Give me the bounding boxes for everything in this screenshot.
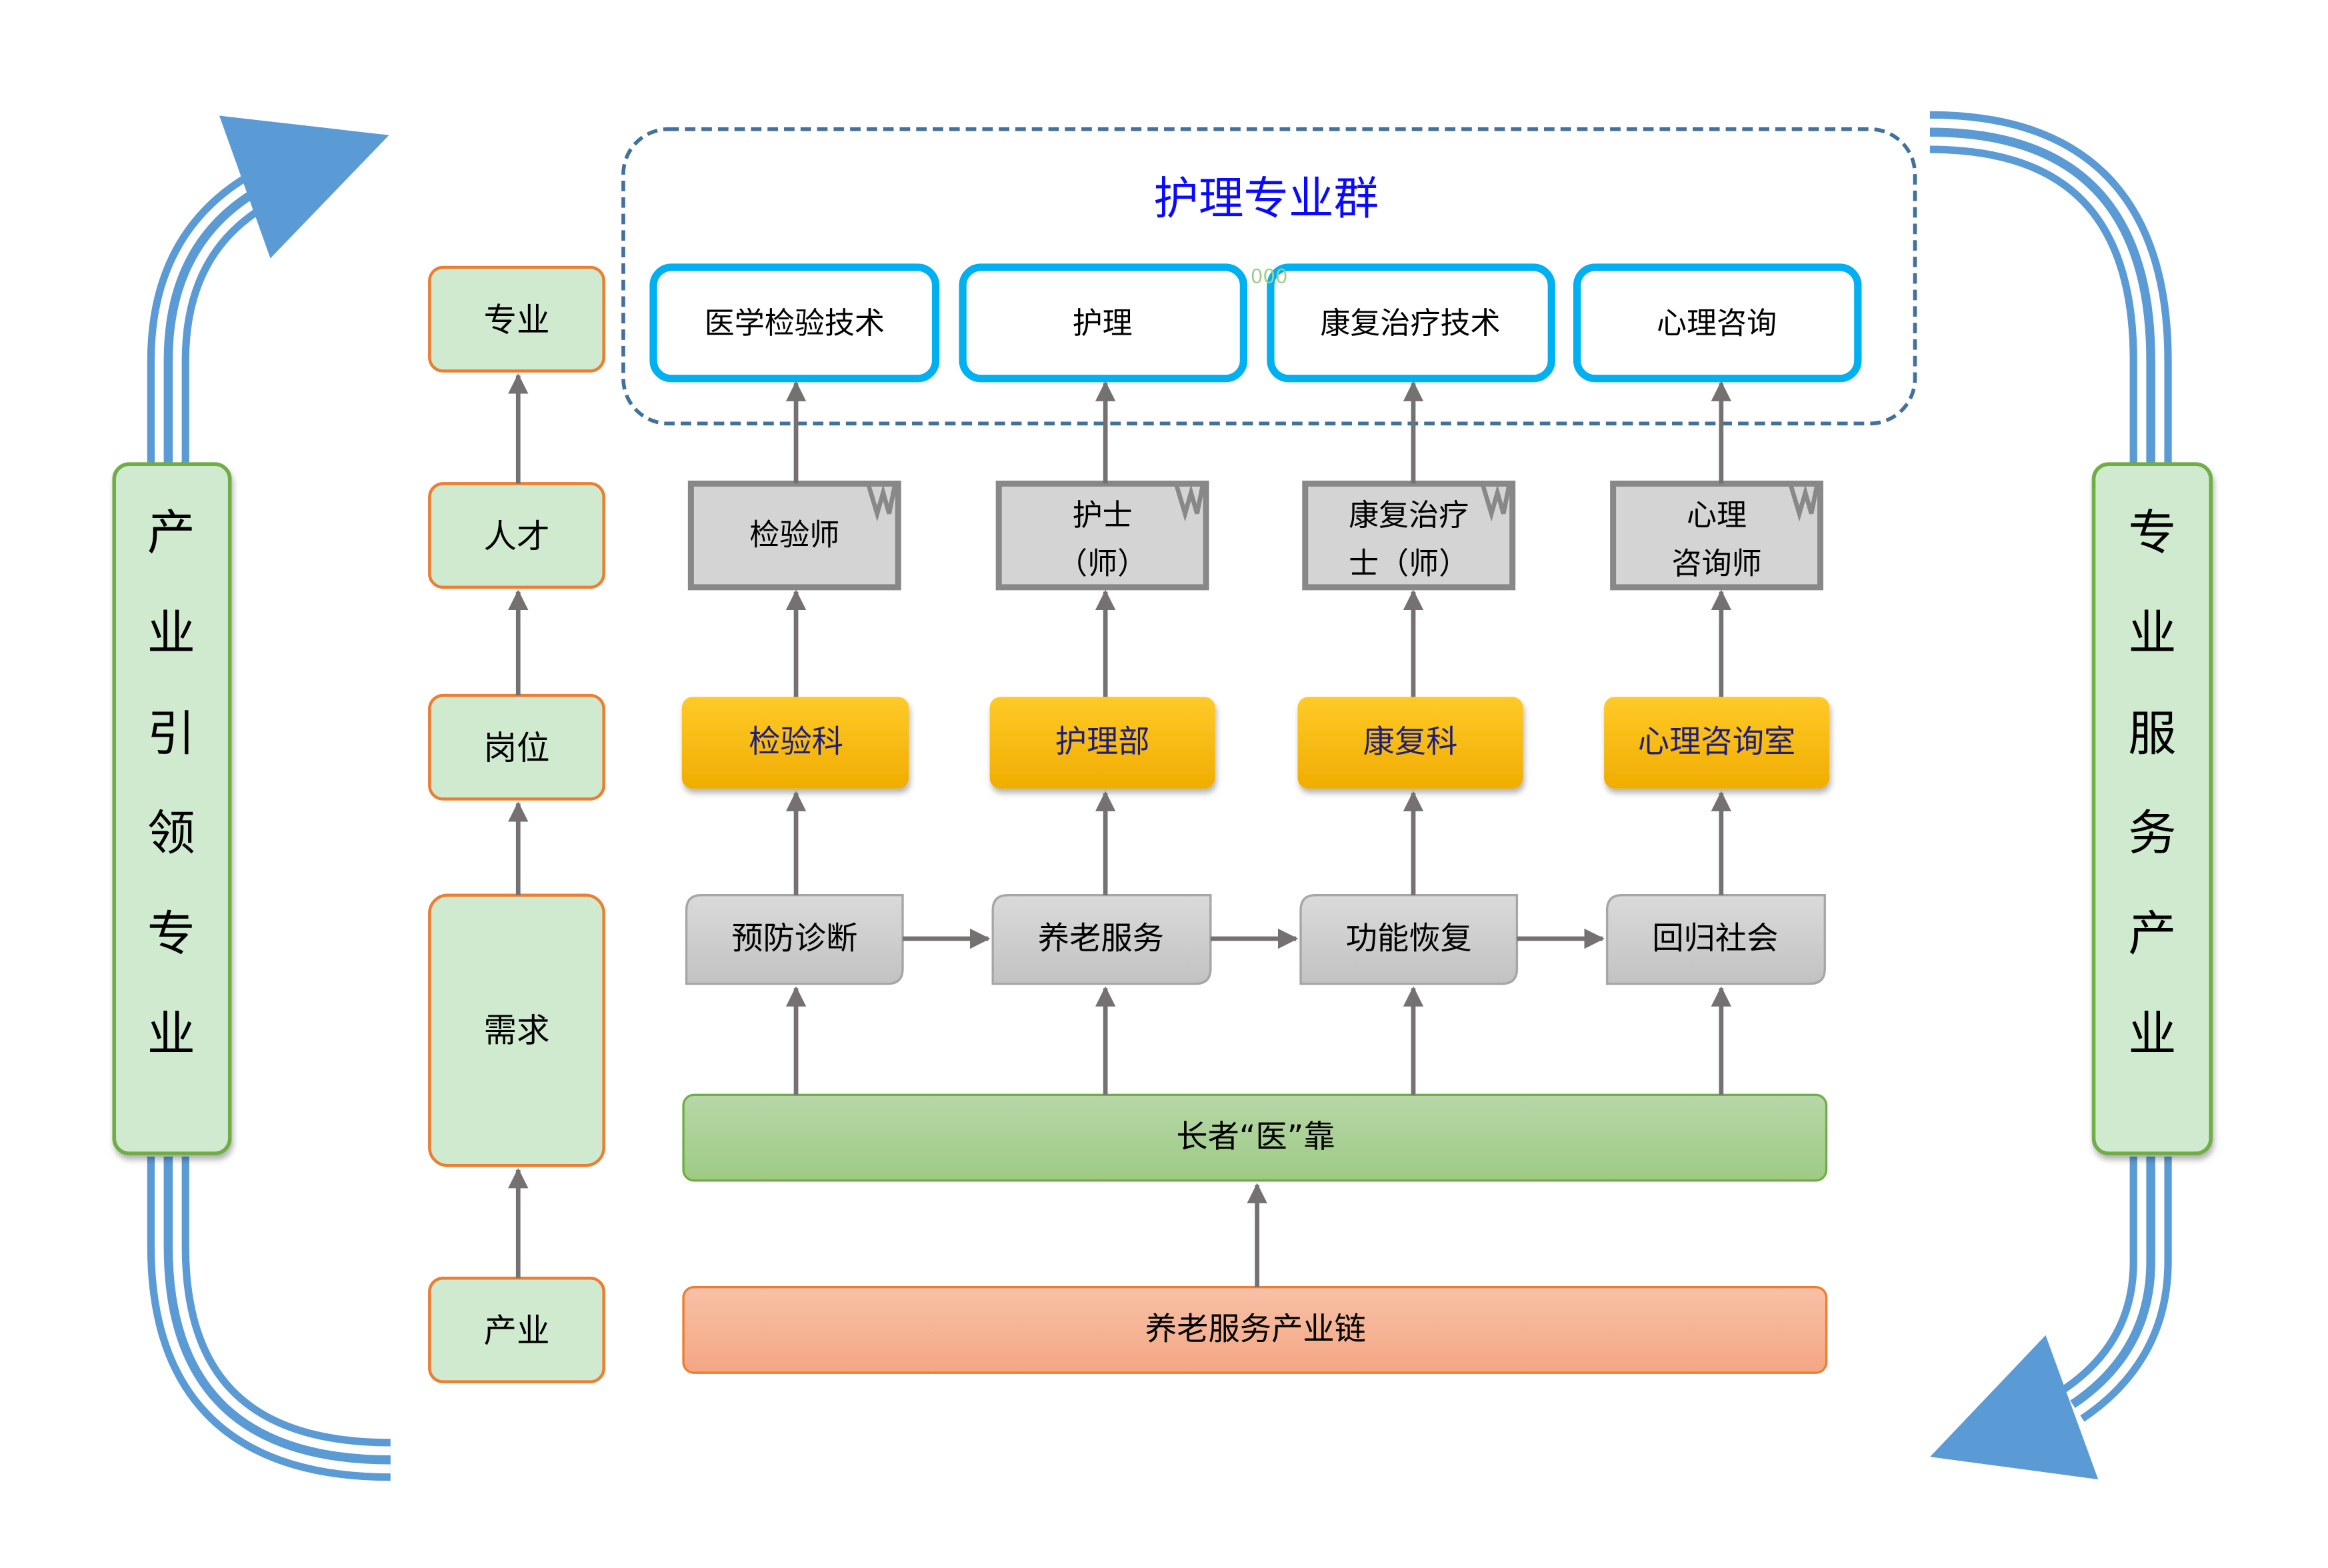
major-box: 康复治疗技术 [1267,263,1555,383]
right-banner: 专 业 服 务 产 业 [2091,462,2213,1156]
service-box: 功能恢复 [1299,894,1519,985]
level-box: 专业 [428,265,605,373]
service-label: 回归社会 [1652,921,1778,957]
service-box: 回归社会 [1605,894,1826,985]
major-box: 心理咨询 [1573,263,1862,383]
major-label: 心理咨询 [1657,305,1777,341]
service-label: 养老服务 [1038,921,1164,957]
department-label: 护理部 [1055,723,1150,760]
banner-char: 务 [2128,805,2176,861]
major-label: 康复治疗技术 [1320,305,1500,341]
department-label: 康复科 [1363,723,1458,760]
level-label: 需求 [483,1011,549,1049]
banner-char: 服 [2128,707,2176,763]
department-box: 心理咨询室 [1604,697,1830,789]
department-label: 检验科 [749,723,843,760]
elder-bar-label: 长者“医”靠 [1176,1119,1335,1155]
banner-char: 业 [2128,606,2176,662]
major-box: 医学检验技术 [649,263,940,383]
talent-box: 护士 （师） [995,480,1209,591]
level-label: 岗位 [483,729,549,767]
department-row: 检验科 护理部 康复科 心理咨询室 [681,697,1830,789]
service-box: 预防诊断 [685,894,904,985]
level-column: 专业 人才 岗位 需求 产业 [428,265,605,1383]
level-box: 产业 [428,1276,605,1383]
banner-char: 专 [2128,505,2176,561]
major-label: 医学检验技术 [705,305,885,341]
major-box: 护理 [959,263,1248,383]
level-box: 人才 [428,482,605,589]
banner-char: 产 [147,505,195,561]
group-title: 护理专业群 [1153,172,1379,225]
service-label: 预防诊断 [731,921,857,957]
department-box: 检验科 [681,697,909,789]
major-row: 医学检验技术 护理 康复治疗技术 心理咨询 [649,263,1862,383]
talent-label: 护士 [1073,497,1133,533]
level-label: 专业 [483,301,549,339]
right-cycle-arrow [1929,111,2172,1480]
service-label: 功能恢复 [1346,921,1472,957]
specialty-group: 护理专业群 [621,127,1917,426]
major-label: 护理 [1073,305,1133,341]
level-label: 产业 [483,1311,549,1350]
level-label: 人才 [483,517,549,555]
department-box: 康复科 [1297,697,1523,789]
banner-char: 专 [147,906,195,962]
talent-label: 咨询师 [1671,545,1761,581]
banner-char: 业 [147,1007,195,1063]
talent-label: 检验师 [749,517,839,553]
talent-label: 心理 [1687,497,1747,533]
banner-char: 领 [147,805,195,861]
banner-char: 业 [2128,1007,2176,1063]
service-row: 预防诊断 养老服务 功能恢复 回归社会 [685,894,1826,985]
banner-char: 产 [2128,906,2176,962]
left-banner: 产 业 引 领 专 业 [112,462,232,1156]
industry-bar-label: 养老服务产业链 [1145,1311,1366,1347]
talent-box: 检验师 [687,480,901,591]
connectors [785,381,1732,1287]
elder-bar: 长者“医”靠 [682,1093,1828,1182]
service-box: 养老服务 [991,894,1212,985]
talent-label: （师） [1057,545,1147,581]
level-box: 岗位 [428,693,605,801]
left-cycle-arrow [147,115,391,1481]
industry-bar: 养老服务产业链 [682,1286,1828,1374]
banner-char: 引 [147,707,195,763]
banner-char: 业 [147,606,195,662]
talent-label: 康复治疗 [1349,497,1469,533]
department-label: 心理咨询室 [1638,723,1795,760]
department-box: 护理部 [989,697,1215,789]
level-box: 需求 [428,893,605,1167]
artifact-text: 000 [1251,265,1288,288]
talent-label: 士（师） [1349,545,1469,581]
